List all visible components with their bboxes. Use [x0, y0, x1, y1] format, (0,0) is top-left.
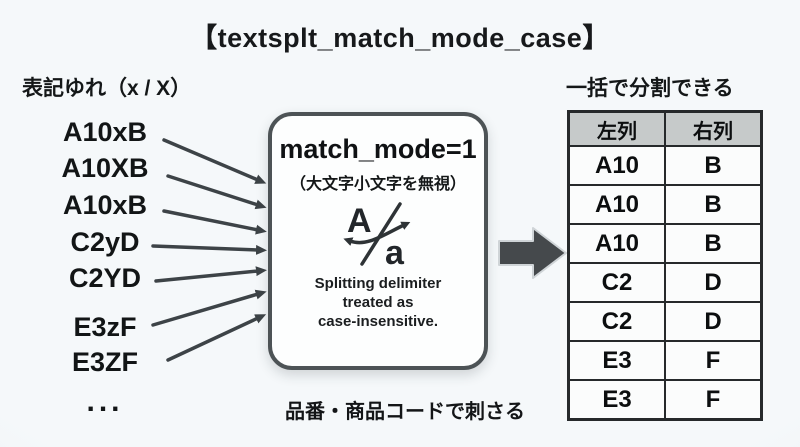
table-row: A10 B: [567, 223, 763, 264]
caption-line: treated as: [342, 294, 414, 311]
page-title: 【textsplt_match_mode_case】: [190, 23, 610, 53]
list-item: C2yD: [70, 227, 140, 257]
left-heading: 表記ゆれ（x / X）: [22, 77, 192, 100]
list-item: E3zF: [73, 312, 137, 342]
caption-line: case-insensitive.: [317, 313, 439, 330]
footer-note: 品番・商品コードで刺さる: [285, 401, 525, 423]
cell-right: B: [664, 223, 763, 264]
cell-left: C2: [567, 262, 666, 303]
list-item: A10xB: [62, 117, 148, 147]
column-header-left: 左列: [567, 110, 666, 147]
result-table: 左列 右列 A10 B A10 B A10 B C2 D C2: [567, 110, 763, 421]
match-mode-note: （大文字小文字を無視）: [289, 176, 466, 193]
right-arrow-icon: [498, 227, 567, 279]
table-row: A10 B: [567, 145, 763, 186]
match-mode-box: match_mode=1 （大文字小文字を無視） A a Splitting d…: [268, 112, 488, 370]
cell-right: B: [664, 145, 763, 186]
cell-left: A10: [567, 223, 666, 264]
table-header-row: 左列 右列: [567, 110, 763, 147]
cell-right: B: [664, 184, 763, 225]
table-row: C2 D: [567, 301, 763, 342]
right-heading: 一括で分割できる: [566, 77, 734, 100]
input-list: A10xB A10XB A10xB C2yD C2YD E3zF E3ZF ..…: [30, 0, 180, 447]
box-caption: Splitting delimiter treated as case-inse…: [315, 274, 442, 331]
lowercase-letter: a: [385, 234, 405, 268]
list-item: A10xB: [62, 190, 148, 220]
cell-left: A10: [567, 184, 666, 225]
cell-left: E3: [567, 340, 666, 381]
table-row: C2 D: [567, 262, 763, 303]
list-item: C2YD: [68, 263, 142, 293]
table-row: E3 F: [567, 340, 763, 381]
cell-left: C2: [567, 301, 666, 342]
cell-right: F: [664, 340, 763, 381]
column-header-right: 右列: [664, 110, 763, 147]
uppercase-letter: A: [347, 202, 372, 240]
case-swap-icon: A a: [343, 202, 411, 268]
cell-right: F: [664, 379, 763, 421]
table-row: E3 F: [567, 379, 763, 421]
cell-left: A10: [567, 145, 666, 186]
cell-right: D: [664, 262, 763, 303]
cell-right: D: [664, 301, 763, 342]
swap-arrow: [343, 221, 411, 246]
table-row: A10 B: [567, 184, 763, 225]
cell-left: E3: [567, 379, 666, 421]
match-mode-label: match_mode=1: [279, 134, 477, 164]
ellipsis-label: ...: [86, 385, 124, 418]
list-item: E3ZF: [71, 347, 138, 377]
list-item: A10XB: [61, 153, 149, 183]
caption-line: Splitting delimiter: [314, 275, 442, 292]
